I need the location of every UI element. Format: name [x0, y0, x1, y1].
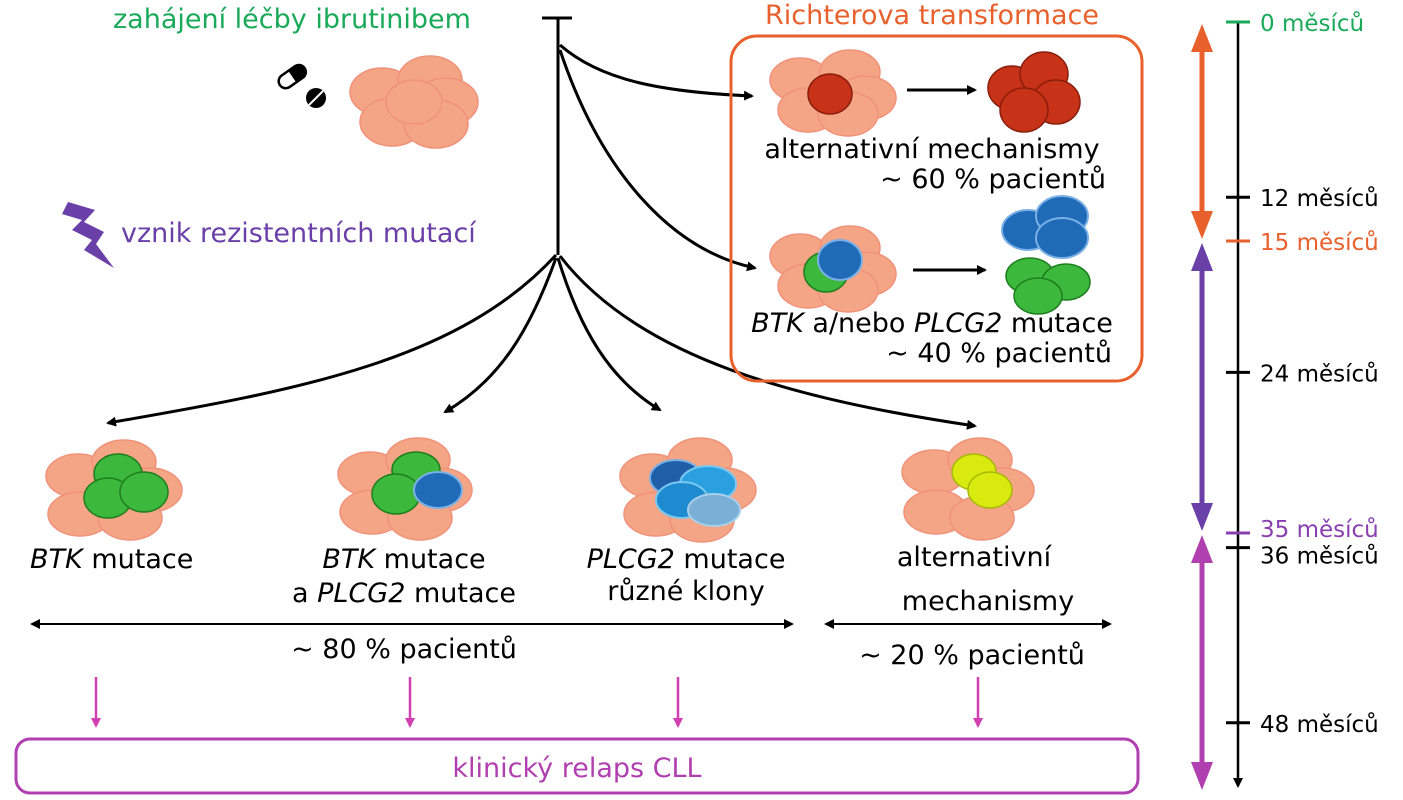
richter-alt-label: alternativní mechanismy — [764, 134, 1099, 165]
timeline-label: 48 měsíců — [1260, 711, 1379, 738]
branch-outcome-4 — [558, 255, 977, 430]
branch-outcome-1 — [106, 253, 558, 427]
group-right-pct: ~ 20 % pacientů — [859, 640, 1085, 671]
pill-icon — [277, 63, 326, 108]
branch-richter-alt — [559, 43, 754, 101]
timeline-label: 35 měsíců — [1260, 516, 1379, 543]
outcome-cluster-btk-plcg2 — [337, 437, 473, 541]
relapse-arrows — [91, 677, 983, 728]
main-trunk — [542, 16, 572, 255]
outcome-3-label-line2: různé klony — [607, 576, 764, 607]
timeline-label: 24 měsíců — [1260, 360, 1379, 387]
outcome-4-label-line1: alternativní — [897, 542, 1053, 573]
richter-cell-cluster-2 — [769, 225, 897, 313]
richter-title: Richterova transformace — [765, 0, 1099, 31]
richter-box — [729, 34, 1144, 383]
outcome-cluster-plcg2 — [619, 437, 757, 543]
outcome-4-label-line2: mechanismy — [902, 586, 1074, 617]
richter-alt-pct: ~ 60 % pacientů — [880, 164, 1106, 195]
richter-cell-cluster-1 — [769, 49, 897, 137]
outcome-3-label-line1: PLCG2 mutace — [587, 544, 786, 575]
richter-red-cluster — [987, 51, 1081, 133]
timeline-label: 36 měsíců — [1260, 543, 1379, 570]
richter-mut-label: BTK a/nebo PLCG2 mutace — [751, 308, 1113, 339]
resistance-label: vznik rezistentních mutací — [121, 218, 477, 249]
richter-mut-pct: ~ 40 % pacientů — [886, 338, 1112, 369]
start-label: zahájení léčby ibrutinibem — [113, 4, 471, 35]
branch-outcome-3 — [556, 257, 662, 412]
branch-outcome-2 — [443, 257, 558, 414]
richter-blue-cluster — [1001, 195, 1089, 259]
richter-green-cluster — [1005, 257, 1091, 315]
timeline-range-1 — [1191, 243, 1213, 531]
outcome-cluster-btk — [45, 439, 183, 541]
timeline-label: 15 měsíců — [1260, 229, 1379, 256]
relapse-box — [14, 737, 1140, 795]
lightning-icon — [62, 202, 114, 268]
timeline-label: 0 měsíců — [1260, 10, 1364, 37]
group-left-pct: ~ 80 % pacientů — [291, 634, 517, 665]
outcome-cluster-alternative — [901, 437, 1035, 541]
branch-richter-mut — [558, 49, 757, 272]
timeline-range-2 — [1191, 535, 1213, 790]
outcome-1-label: BTK mutace — [30, 544, 193, 575]
timeline-range-0 — [1191, 24, 1213, 239]
outcome-2-label-line1: BTK mutace — [322, 544, 485, 575]
timeline-label: 12 měsíců — [1260, 185, 1379, 212]
timeline: 0 měsíců 12 měsíců 15 měsíců 24 měsíců 35 mě… — [1191, 10, 1379, 790]
initial-cell-cluster — [349, 55, 479, 149]
relapse-label: klinický relaps CLL — [452, 753, 701, 784]
outcome-2-label-line2: a PLCG2 mutace — [292, 578, 516, 609]
